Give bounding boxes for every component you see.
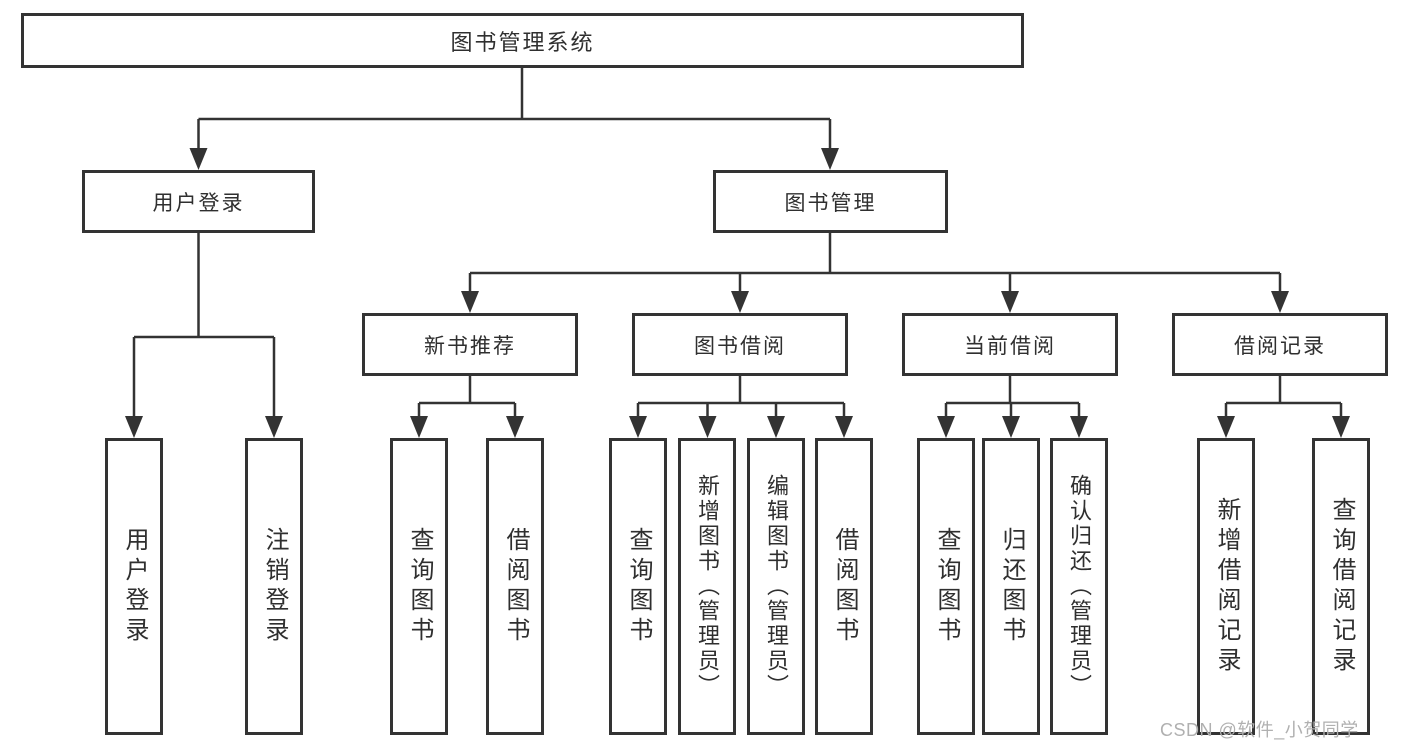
arrowhead-icon (767, 416, 785, 438)
node-label: 用户登录 (152, 191, 245, 215)
leaf-edit-books-admin: 编辑图书（管理员） (747, 438, 805, 735)
leaf-label: 查询图书 (933, 526, 960, 647)
arrowhead-icon (265, 416, 283, 438)
node-user-login: 用户登录 (82, 170, 315, 233)
node-book-borrowing: 图书借阅 (632, 313, 848, 376)
leaf-add-books-admin: 新增图书（管理员） (678, 438, 736, 735)
node-borrowing-records: 借阅记录 (1172, 313, 1388, 376)
leaf-add-borrow-record: 新增借阅记录 (1197, 438, 1255, 735)
node-library-system: 图书管理系统 (21, 13, 1024, 68)
leaf-label: 编辑图书（管理员） (764, 474, 789, 699)
node-label: 新书推荐 (424, 334, 516, 358)
arrowhead-icon (937, 416, 955, 438)
arrowhead-icon (835, 416, 853, 438)
leaf-label: 新增图书（管理员） (695, 474, 720, 699)
arrowhead-icon (1217, 416, 1235, 438)
leaf-label: 用户登录 (121, 526, 148, 647)
arrowhead-icon (629, 416, 647, 438)
leaf-label: 借阅图书 (831, 526, 858, 647)
arrowhead-icon (698, 416, 717, 438)
leaf-borrow-books: 借阅图书 (815, 438, 873, 735)
arrowhead-icon (821, 148, 839, 170)
leaf-label: 查询图书 (406, 526, 433, 647)
node-label: 图书管理 (784, 191, 877, 215)
arrowhead-icon (410, 416, 428, 438)
node-label: 图书借阅 (694, 334, 786, 358)
arrowhead-icon (731, 291, 749, 313)
leaf-query-books: 查询图书 (609, 438, 667, 735)
arrowhead-icon (506, 416, 524, 438)
node-label: 借阅记录 (1234, 334, 1326, 358)
leaf-return-books: 归还图书 (982, 438, 1040, 735)
node-book-management: 图书管理 (713, 170, 948, 233)
arrowhead-icon (189, 148, 208, 170)
leaf-label: 借阅图书 (502, 526, 529, 647)
node-label: 图书管理系统 (450, 29, 595, 55)
node-new-book-recommend: 新书推荐 (362, 313, 578, 376)
leaf-user-login: 用户登录 (105, 438, 163, 735)
watermark: CSDN @软件_小贺同学 (1160, 720, 1359, 740)
arrowhead-icon (1271, 291, 1289, 313)
node-label: 当前借阅 (964, 334, 1056, 358)
leaf-label: 查询借阅记录 (1328, 496, 1355, 677)
arrowhead-icon (1002, 416, 1020, 438)
arrowhead-icon (1070, 416, 1088, 438)
leaf-label: 查询图书 (625, 526, 652, 647)
leaf-query-borrow-record: 查询借阅记录 (1312, 438, 1370, 735)
node-current-borrowing: 当前借阅 (902, 313, 1118, 376)
leaf-borrow-books: 借阅图书 (486, 438, 544, 735)
leaf-confirm-return-admin: 确认归还（管理员） (1050, 438, 1108, 735)
leaf-label: 注销登录 (261, 526, 288, 647)
arrowhead-icon (1001, 291, 1019, 313)
leaf-label: 确认归还（管理员） (1067, 474, 1092, 699)
leaf-label: 归还图书 (998, 526, 1025, 647)
leaf-label: 新增借阅记录 (1213, 496, 1240, 677)
leaf-logout: 注销登录 (245, 438, 303, 735)
arrowhead-icon (461, 291, 479, 313)
leaf-query-books: 查询图书 (917, 438, 975, 735)
arrowhead-icon (1332, 416, 1350, 438)
leaf-query-books: 查询图书 (390, 438, 448, 735)
arrowhead-icon (125, 416, 143, 438)
